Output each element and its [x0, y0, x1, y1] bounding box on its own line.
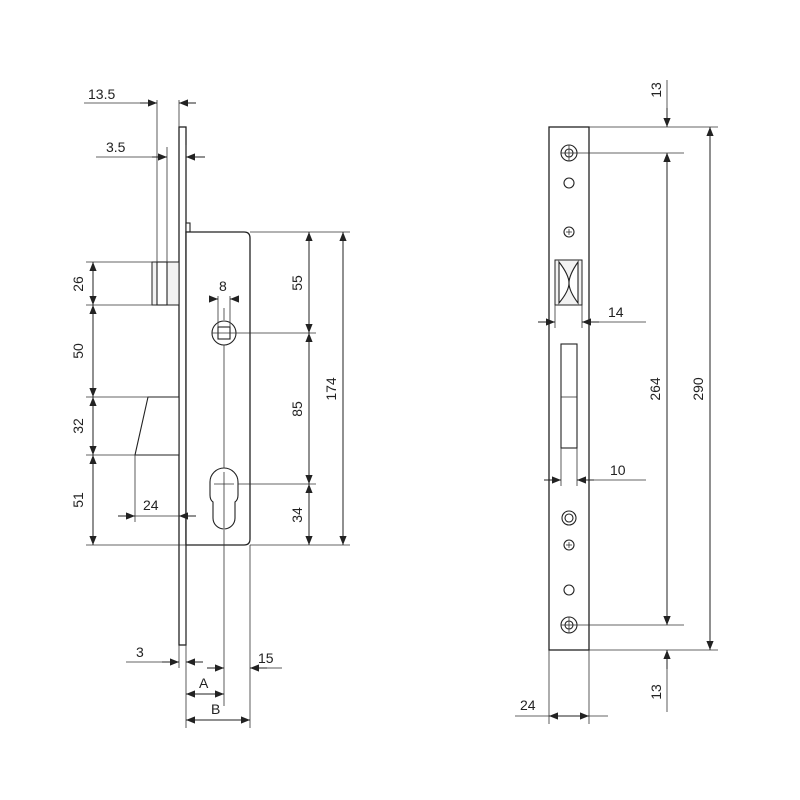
- dim-A: A: [199, 675, 209, 691]
- dim-8: 8: [219, 278, 227, 294]
- dim-26: 26: [70, 276, 86, 292]
- dim-264: 264: [647, 377, 663, 401]
- dim-3: 3: [136, 644, 144, 660]
- latch-bolt-front: [554, 259, 583, 306]
- dim-B: B: [211, 701, 220, 717]
- dim-24-left: 24: [143, 497, 159, 513]
- top-screw-hole: [560, 144, 578, 162]
- deadbolt-front: [560, 343, 578, 449]
- dim-14: 14: [608, 304, 624, 320]
- dim-174: 174: [323, 377, 339, 401]
- faceplate-front: [548, 126, 590, 651]
- dim-10: 10: [610, 462, 626, 478]
- lower-hole: [563, 584, 575, 596]
- dim-3-5: 3.5: [106, 139, 126, 155]
- lock-case: [185, 231, 251, 546]
- dim-55: 55: [289, 275, 305, 291]
- dim-51: 51: [70, 492, 86, 508]
- dim-85: 85: [289, 401, 305, 417]
- faceplate-step: [185, 222, 191, 233]
- dim-50: 50: [70, 343, 86, 359]
- lower-screw: [563, 539, 575, 551]
- dim-34: 34: [289, 507, 305, 523]
- deadbolt: [134, 396, 180, 456]
- faceplate: [178, 126, 187, 646]
- dim-13-5: 13.5: [88, 86, 115, 102]
- dim-290: 290: [690, 377, 706, 401]
- upper-hole: [563, 177, 575, 189]
- dim-24-right: 24: [520, 697, 536, 713]
- right-view: 13 264 290 13 14 10 24: [515, 80, 718, 724]
- left-view: 13.5 3.5 26 50 32 51 24 8 55 85 34: [70, 86, 350, 728]
- dim-32: 32: [70, 418, 86, 434]
- dim-13-bottom: 13: [648, 684, 664, 700]
- bottom-screw-hole: [560, 616, 578, 634]
- dim-15: 15: [258, 650, 274, 666]
- upper-screw: [563, 226, 575, 238]
- lower-round-screw: [561, 510, 577, 526]
- dim-13-top: 13: [648, 82, 664, 98]
